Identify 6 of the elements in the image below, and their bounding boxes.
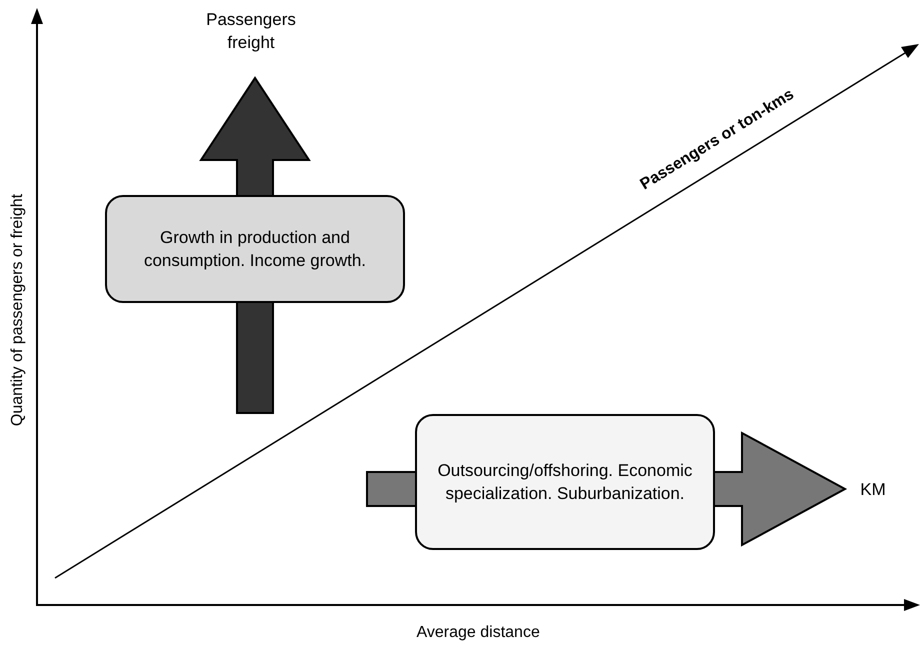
arrow-label: Passengers freight: [181, 6, 321, 56]
axis-title: Average distance: [416, 624, 540, 642]
text-box: Growth in production and consumption. Income growth.: [105, 195, 405, 303]
text-box: Outsourcing/offshoring. Economic specialization. Suburbanization.: [415, 414, 715, 550]
arrow-label: KM: [853, 477, 893, 501]
axis-title: Quantity of passengers or freight: [9, 194, 28, 426]
